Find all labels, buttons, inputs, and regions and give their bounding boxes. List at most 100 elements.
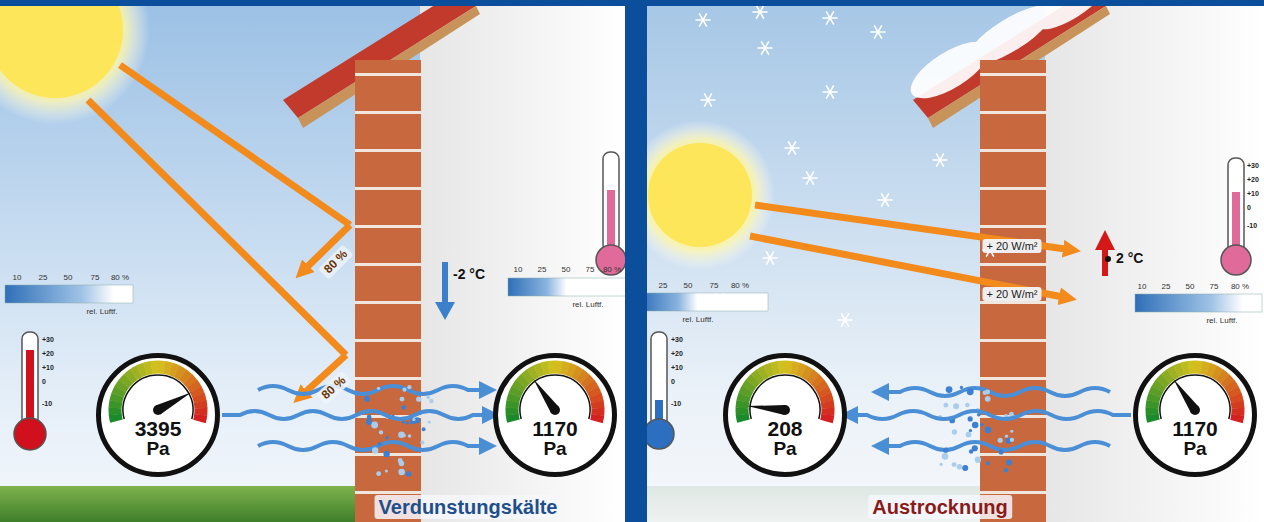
gauge-scale (826, 415, 827, 422)
gauge-scale (513, 395, 515, 402)
temperature-change: -2 °C (453, 267, 485, 282)
snowflake (789, 142, 796, 154)
gauge-scale (139, 369, 145, 372)
snowflake (717, 294, 724, 306)
water-droplet (1010, 430, 1013, 433)
water-droplet (367, 414, 371, 418)
water-droplet (372, 447, 378, 453)
gauge-scale (555, 361, 562, 375)
temperature-arrow (1095, 230, 1115, 276)
water-droplet (1005, 434, 1008, 437)
pressure-gauge: 208Pa (723, 353, 847, 477)
gauge-scale (118, 389, 121, 395)
gauge-scale (792, 368, 799, 370)
gauge-scale (1146, 408, 1159, 415)
water-droplet (977, 413, 981, 417)
sun (0, 6, 150, 125)
water-droplet (943, 447, 948, 452)
gauge-scale (1231, 408, 1244, 415)
humidity-bar (5, 285, 133, 303)
gauge-scale (1208, 369, 1214, 372)
snowflake (875, 26, 882, 38)
gauge-scale (128, 375, 133, 379)
water-droplet (966, 432, 972, 438)
water-droplet (985, 427, 992, 434)
humidity-label: rel. Luftf. (1206, 317, 1237, 326)
gauge-scale (825, 395, 827, 402)
thermometer-scale: +30 (1247, 162, 1259, 170)
water-droplet (412, 418, 415, 421)
water-droplet (946, 386, 953, 393)
snowflake (842, 314, 849, 326)
gauge-scale (188, 379, 193, 384)
scale-number: 25 (39, 274, 48, 283)
water-droplet (949, 418, 955, 424)
water-droplet (980, 423, 983, 426)
gauge-scale (1165, 375, 1170, 379)
water-droplet (968, 416, 973, 421)
humidity-bar (1135, 294, 1262, 312)
scale-number: 75 (91, 274, 100, 283)
gauge-scale (1233, 389, 1236, 395)
snowflake (762, 42, 769, 54)
water-droplet (420, 440, 424, 444)
snowflake (700, 14, 707, 26)
gauge-scale (120, 384, 124, 390)
gauge-scale (1182, 367, 1189, 369)
gauge-scale (591, 408, 604, 415)
gauge-scale (506, 408, 519, 415)
gauge-scale (548, 361, 555, 375)
gauge-scale (124, 379, 129, 384)
thermometer (647, 419, 674, 449)
thermometer (1221, 245, 1251, 275)
gauge-scale (1152, 414, 1153, 421)
water-droplet (965, 403, 970, 408)
gauge-scale (183, 375, 188, 379)
water-droplet (942, 453, 949, 460)
water-droplet (998, 438, 1003, 443)
water-droplet (378, 411, 381, 414)
gauge-scale (804, 371, 810, 375)
gauge-text: 1170Pa (498, 418, 612, 458)
thermometer-scale: +10 (671, 364, 683, 372)
scale-number: 75 (586, 266, 595, 275)
water-droplet (398, 469, 405, 476)
snowflake (767, 252, 774, 264)
scale-number: 50 (562, 266, 571, 275)
gauge-scale (1202, 368, 1209, 370)
water-droplet (408, 434, 411, 437)
scale-number: 25 (538, 266, 547, 275)
gauge-scale (1229, 384, 1233, 390)
gauge-scale (177, 371, 183, 375)
gauge-scale (1155, 389, 1158, 395)
water-droplet (402, 421, 405, 424)
thermometer-scale: +20 (1247, 176, 1259, 184)
scale-number: 10 (13, 274, 22, 283)
water-droplet (401, 405, 406, 410)
gauge-scale (530, 371, 536, 374)
gauge-scale (199, 415, 200, 422)
water-droplet (1004, 414, 1008, 418)
absorption-percent: 80 % (316, 371, 352, 406)
water-droplet (952, 462, 957, 467)
gauge-needle (747, 405, 785, 415)
sun (647, 120, 775, 270)
caption-text: Austrocknung (868, 495, 1012, 519)
winter-panel (647, 6, 1264, 522)
gauge-scale (589, 384, 593, 390)
humidity-bar (508, 278, 625, 296)
temperature-change: 2 °C (1116, 251, 1143, 266)
snowflake (827, 86, 834, 98)
gauge-scale (821, 402, 835, 409)
gauge-text: 208Pa (728, 418, 842, 458)
water-droplet (960, 386, 963, 389)
gauge-scale (171, 369, 177, 372)
humidity-bar (647, 293, 1262, 312)
pressure-unit: Pa (1183, 439, 1206, 458)
gauge-scale (747, 384, 751, 390)
gauge-scale (198, 395, 200, 402)
water-droplet (975, 457, 981, 463)
gauge-scale (196, 389, 199, 395)
vapour-flow (880, 442, 1110, 450)
